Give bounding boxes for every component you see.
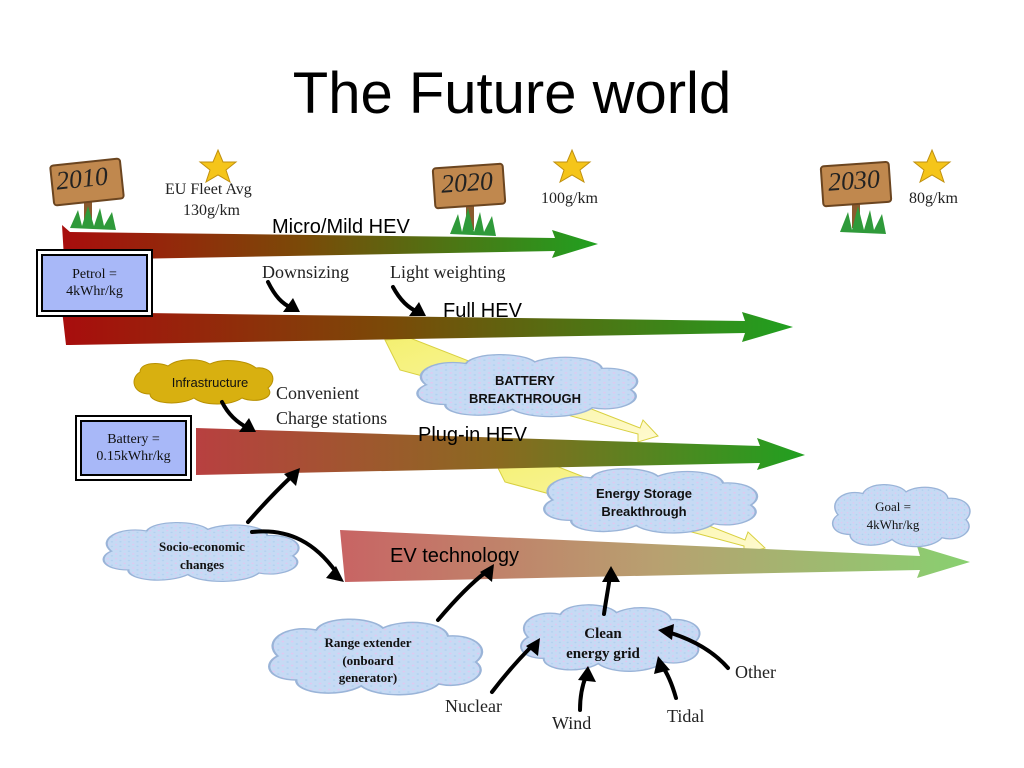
- wind-label: Wind: [552, 713, 592, 733]
- battery-breakthrough-line2: BREAKTHROUGH: [469, 390, 581, 406]
- clean-line2: energy grid: [566, 646, 640, 663]
- full-hev-arrow: [62, 310, 793, 345]
- nuclear-arrow: [490, 644, 534, 694]
- energy-storage-text: Energy Storage Breakthrough: [556, 485, 732, 520]
- tidal-label: Tidal: [667, 706, 705, 726]
- range-to-ev-arrow: [436, 570, 488, 622]
- goal-text: Goal = 4kWhr/kg: [838, 498, 948, 533]
- socio-economic-text: Socio-economic changes: [112, 538, 292, 573]
- other-arrow: [666, 630, 730, 670]
- petrol-box: Petrol = 4kWhr/kg: [41, 254, 148, 312]
- clean-line1: Clean: [584, 626, 622, 642]
- socio-line1: Socio-economic: [159, 539, 245, 554]
- micro-mild-hev-arrow: [62, 225, 598, 260]
- battery-line2: 0.15kWhr/kg: [96, 449, 171, 464]
- energy-storage-line1: Energy Storage: [595, 486, 693, 501]
- light-weighting-arrow: [391, 285, 420, 314]
- star-icon-2010: [198, 148, 238, 184]
- socio-line2: changes: [179, 556, 225, 572]
- range-line1: Range extender: [324, 635, 412, 650]
- year-2020-label: 2020: [440, 166, 494, 199]
- page-title: The Future world: [292, 61, 732, 126]
- petrol-line2: 4kWhr/kg: [66, 284, 123, 299]
- goal-line2: 4kWhr/kg: [866, 516, 920, 532]
- year-2030-label: 2030: [827, 164, 881, 197]
- other-label: Other: [735, 662, 776, 682]
- year-2010-label: 2010: [54, 161, 110, 196]
- plug-in-hev-arrow: [196, 428, 805, 475]
- range-line2: (onboard: [342, 652, 394, 668]
- full-hev-label: Full HEV: [443, 300, 522, 322]
- target-100-label: 100g/km: [541, 190, 598, 207]
- ev-technology-label: EV technology: [390, 545, 519, 567]
- range-extender-text: Range extender (onboard generator): [278, 634, 458, 687]
- target-130-label: 130g/km: [183, 202, 240, 219]
- socio-to-ev-arrow: [250, 529, 338, 574]
- plug-in-hev-label: Plug-in HEV: [418, 424, 527, 446]
- battery-box: Battery = 0.15kWhr/kg: [80, 420, 187, 476]
- star-icon-2030: [912, 148, 952, 184]
- clean-energy-grid-text: Clean energy grid: [528, 624, 678, 665]
- infrastructure-arrow: [220, 400, 250, 430]
- nuclear-label: Nuclear: [445, 696, 502, 716]
- petrol-line1: Petrol =: [72, 266, 117, 282]
- socio-to-plug-arrow: [246, 474, 294, 524]
- infrastructure-cloud: [133, 359, 274, 405]
- downsizing-label: Downsizing: [262, 262, 349, 282]
- sign-2010: [49, 157, 125, 230]
- sign-2020: [431, 162, 507, 236]
- downsizing-arrow: [266, 280, 294, 310]
- wind-arrow: [578, 674, 588, 712]
- light-weighting-label: Light weighting: [390, 262, 506, 282]
- infrastructure-text: Infrastructure: [171, 375, 249, 390]
- battery-breakthrough-line1: BATTERY: [495, 373, 555, 388]
- micro-mild-hev-label: Micro/Mild HEV: [272, 216, 410, 238]
- target-80-label: 80g/km: [909, 190, 958, 207]
- goal-line1: Goal =: [875, 499, 911, 514]
- charge-stations-label: Charge stations: [276, 408, 388, 428]
- ev-technology-arrow: [340, 530, 970, 582]
- battery-breakthrough-text: BATTERY BREAKTHROUGH: [430, 372, 620, 407]
- star-icon-2020: [552, 148, 592, 184]
- range-line3: generator): [338, 670, 398, 686]
- battery-line1: Battery =: [107, 431, 160, 447]
- convenient-label: Convenient: [276, 383, 359, 403]
- energy-storage-line2: Breakthrough: [601, 503, 687, 519]
- eu-fleet-avg-label: EU Fleet Avg: [165, 181, 252, 198]
- sign-2030: [819, 160, 893, 234]
